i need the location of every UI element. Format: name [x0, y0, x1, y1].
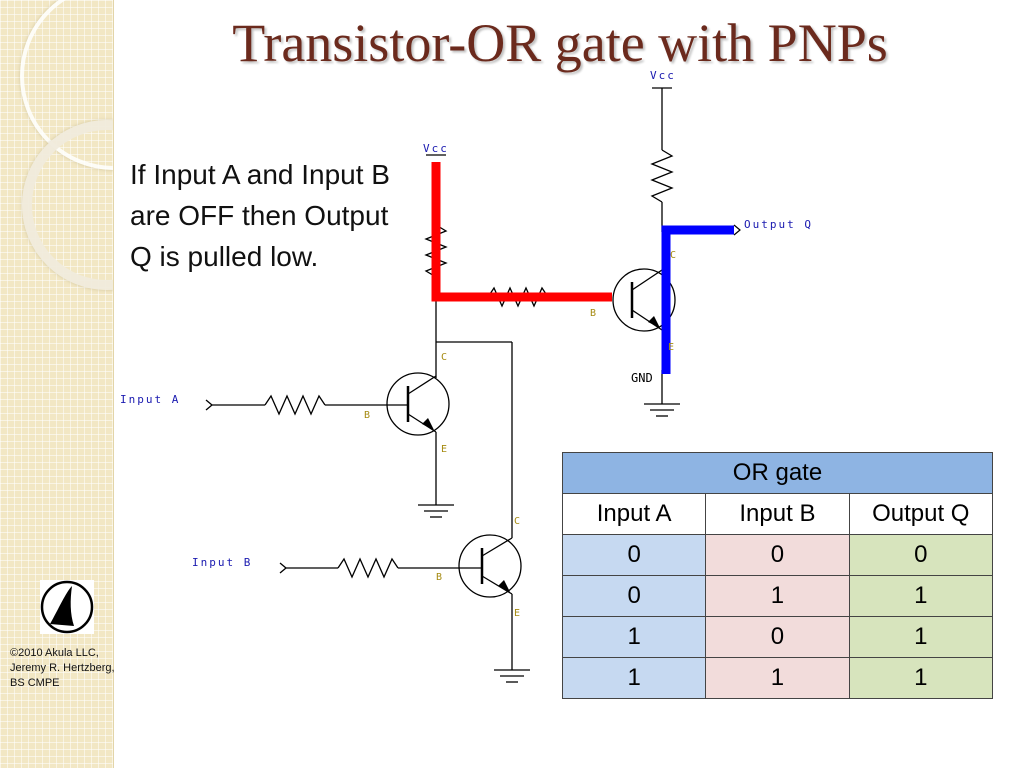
copyright-line: ©2010 Akula LLC, [10, 647, 99, 659]
cell-input-a: 0 [561, 534, 707, 576]
slide-title: Transistor-OR gate with PNPs [232, 13, 888, 73]
vcc-label: Vcc [650, 69, 676, 82]
cell-input-b: 0 [705, 616, 850, 658]
pin-label: B [364, 410, 370, 421]
column-header: Input A [561, 493, 707, 535]
cell-output-q: 1 [848, 657, 994, 699]
cell-output-q: 1 [848, 616, 994, 658]
pin-label: C [441, 352, 447, 363]
copyright-line: Jeremy R. Hertzberg, [10, 662, 115, 674]
cell-input-b: 1 [705, 575, 850, 617]
table-row: 0 1 1 [561, 575, 994, 617]
column-header: Output Q [848, 493, 994, 535]
cell-input-a: 0 [561, 575, 707, 617]
pin-label: C [670, 250, 676, 261]
truth-table-title: OR gate [562, 452, 993, 494]
table-row: 1 0 1 [561, 616, 994, 658]
cell-input-b: 0 [705, 534, 850, 576]
column-header: Input B [705, 493, 850, 535]
pin-label: B [590, 308, 596, 319]
output-q-label: Output Q [744, 218, 813, 231]
pin-label: C [514, 516, 520, 527]
cell-input-a: 1 [561, 657, 707, 699]
cell-input-a: 1 [561, 616, 707, 658]
slide-description: If Input A and Input B are OFF then Outp… [130, 159, 390, 272]
copyright-text: ©2010 Akula LLC, Jeremy R. Hertzberg, BS… [10, 646, 125, 691]
pin-label: B [436, 572, 442, 583]
input-b-label: Input B [192, 556, 252, 569]
cell-input-b: 1 [705, 657, 850, 699]
table-row: 1 1 1 [561, 657, 994, 699]
gnd-label: GND [631, 371, 653, 385]
pin-label: E [514, 608, 520, 619]
truth-table: OR gate Input A Input B Output Q 0 0 0 0… [561, 452, 994, 699]
cell-output-q: 0 [848, 534, 994, 576]
input-a-label: Input A [120, 393, 180, 406]
cell-output-q: 1 [848, 575, 994, 617]
akula-logo [40, 580, 94, 634]
decorative-sidebar [0, 0, 114, 768]
copyright-line: BS CMPE [10, 677, 60, 689]
pin-label: E [441, 444, 447, 455]
pin-label: E [668, 342, 674, 353]
high-path-highlight [431, 162, 612, 302]
vcc-label: Vcc [423, 142, 449, 155]
table-row: 0 0 0 [561, 534, 994, 576]
output-path-highlight [661, 225, 734, 374]
